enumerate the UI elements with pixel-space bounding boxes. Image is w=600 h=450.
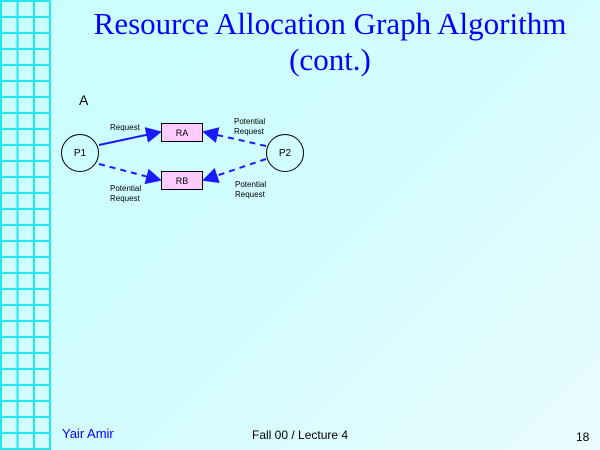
p2-label: P2 (278, 147, 292, 159)
edge-p2-rb (202, 158, 267, 184)
title-line-2: (cont.) (289, 42, 371, 77)
resource-rb: RB (161, 171, 203, 190)
p1-label: P1 (73, 147, 87, 159)
grid-decoration (0, 0, 51, 450)
process-p2: P2 (266, 134, 304, 172)
resource-ra: RA (161, 123, 203, 142)
slide-title: Resource Allocation Graph Algorithm (con… (60, 6, 600, 78)
edge-p1-ra (98, 127, 162, 146)
edge-p1-rb (98, 163, 162, 185)
process-p1: P1 (61, 134, 99, 172)
ra-label: RA (175, 127, 189, 138)
rb-label: RB (175, 175, 189, 186)
footer-author: Yair Amir (62, 426, 114, 441)
edge-label-request: Request (110, 123, 140, 132)
diagram-label: A (79, 92, 89, 108)
title-line-1: Resource Allocation Graph Algorithm (93, 6, 567, 41)
footer-course: Fall 00 / Lecture 4 (252, 428, 349, 442)
page-number: 18 (576, 430, 590, 444)
